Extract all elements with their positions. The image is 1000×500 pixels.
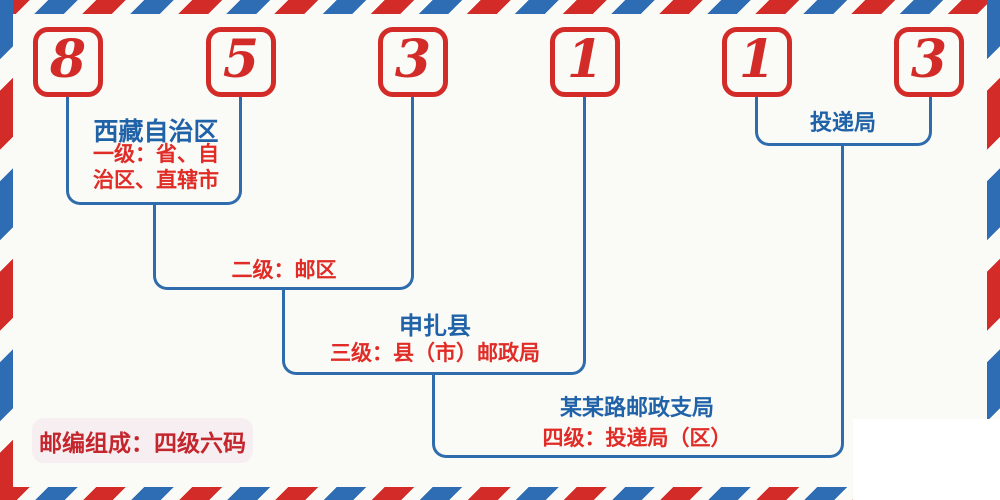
airmail-border-left [0,0,13,500]
composition-note-pill: 邮编组成：四级六码 [32,418,253,463]
digit-6: 3 [910,29,948,90]
digit-box-3: 3 [378,27,448,97]
level1-label-line1: 一级：省、自 [93,143,219,166]
digit3-connector-line [411,97,414,205]
level1-label: 一级：省、自 治区、直辖市 [56,142,256,194]
digit-box-6: 3 [894,27,964,97]
digit-5: 1 [738,29,776,90]
airmail-border-top [0,0,1000,14]
digit-1: 8 [49,29,87,90]
digit-3: 3 [394,29,432,90]
digit-box-1: 8 [33,27,103,97]
level2-bracket [153,205,414,290]
level1-bracket [66,97,242,205]
level3-label: 三级：县（市）邮政局 [330,342,540,365]
level3-bracket [282,290,586,375]
digit-box-2: 5 [206,27,276,97]
digit-box-4: 1 [550,27,620,97]
airmail-border-bottom [0,487,1000,500]
composition-note-text: 邮编组成：四级六码 [39,430,246,456]
digit4-connector-line [583,97,586,290]
level4-branch-name: 某某路邮政支局 [559,395,714,420]
level1-label-line2: 治区、直辖市 [93,169,219,192]
delivery-office-label: 投递局 [809,110,876,135]
level2-label: 二级：邮区 [231,259,337,282]
airmail-border-right [987,0,1000,500]
delivery-office-bracket [755,97,932,146]
digit-4: 1 [566,29,604,90]
level4-label: 四级：投递局（区） [542,427,732,450]
digit-box-5: 1 [722,27,792,97]
level3-county-name: 申扎县 [399,314,471,340]
level4-bracket [432,375,844,458]
bottom-right-white-patch [853,419,1000,500]
level1-region-name: 西藏自治区 [93,119,219,146]
delivery-connector-line [841,146,844,375]
digit-2: 5 [222,29,260,90]
